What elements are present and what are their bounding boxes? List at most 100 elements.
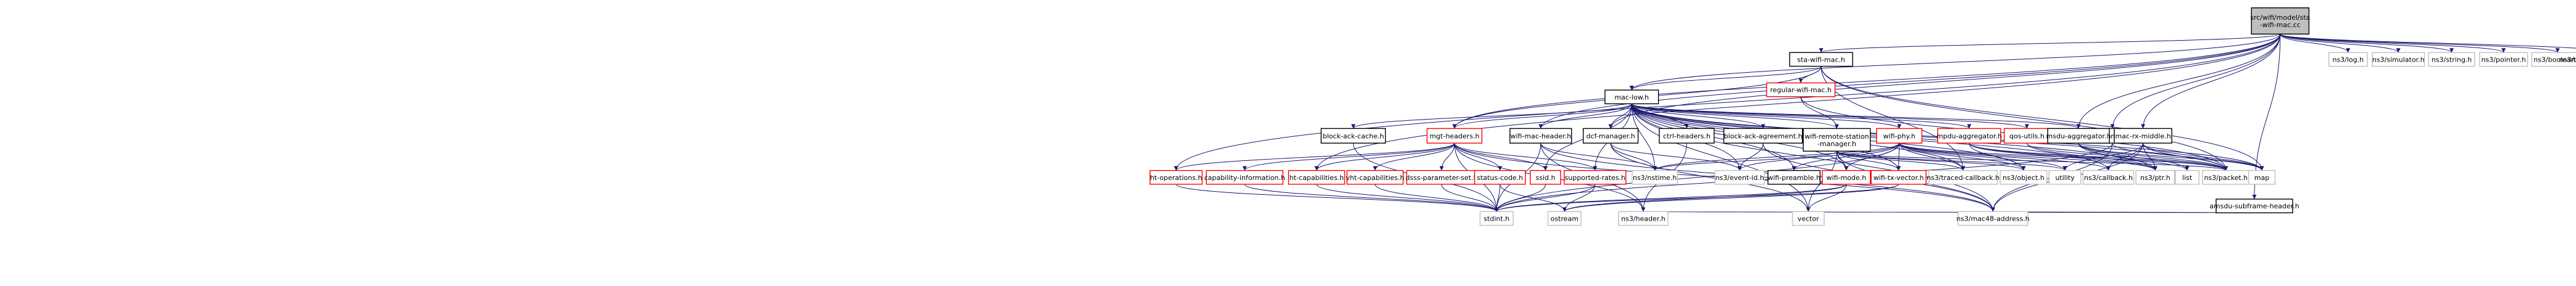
node-box xyxy=(1766,82,1836,97)
node-ns3-event-id-h[interactable]: ns3/event-id.h xyxy=(1714,170,1765,185)
edge-sta-wifi-mac-h-to-ns3-packet-h xyxy=(1820,66,2228,171)
edge-wifi-mode-h-to-stdint-h xyxy=(1494,184,1847,212)
node-label: ns3/pointer.h xyxy=(2482,55,2526,63)
edge-root-to-ns3-boolean-h xyxy=(2280,33,2560,53)
edge-ht-capabilities-h-to-stdint-h xyxy=(1316,184,1499,212)
node-supported-rates-h[interactable]: supported-rates.h xyxy=(1564,170,1627,185)
edge-wifi-phy-h-to-ns3-callback-h xyxy=(1899,142,2111,171)
node-dsss-parameter-set-h[interactable]: dsss-parameter-set.h xyxy=(1406,170,1478,185)
node-box xyxy=(1723,128,1803,144)
node-block-ack-agreement-h[interactable]: block-ack-agreement.h xyxy=(1723,128,1803,144)
node-ns3-ptr-h[interactable]: ns3/ptr.h xyxy=(2135,170,2175,185)
edge-mpdu-aggregator-h-to-list xyxy=(1969,142,2190,171)
node-ns3-pointer-h[interactable]: ns3/pointer.h xyxy=(2479,52,2528,67)
node-box xyxy=(1618,211,1669,226)
node-label: regular-wifi-mac.h xyxy=(1770,86,1832,94)
edge-wifi-remote-station-manager-h-to-ns3-nstime-h xyxy=(1653,150,1837,171)
edge-mac-low-h-to-mgt-headers-h xyxy=(1452,103,1632,129)
edge-mac-low-h-to-dcf-manager-h xyxy=(1608,104,1632,129)
node-box xyxy=(1999,170,2048,185)
node-label: ns3/simulator.h xyxy=(2372,55,2425,63)
edge-root-to-mac-rx-middle-h xyxy=(2141,34,2281,129)
node-label: ns3/mac48-address.h xyxy=(1956,214,2030,223)
node-mac-low-h[interactable]: mac-low.h xyxy=(1604,89,1659,105)
node-block-ack-cache-h[interactable]: block-ack-cache.h xyxy=(1320,128,1386,144)
node-box xyxy=(1583,128,1639,144)
node-map[interactable]: map xyxy=(2248,170,2276,185)
node-wifi-preamble-h[interactable]: wifi-preamble.h xyxy=(1767,170,1821,185)
edge-status-code-h-to-ostream xyxy=(1499,184,1567,212)
node-wifi-remote-station-manager-h[interactable]: wifi-remote-station-manager.h xyxy=(1803,128,1871,152)
node-sta-wifi-mac-h[interactable]: sta-wifi-mac.h xyxy=(1789,52,1853,67)
node-box xyxy=(2047,128,2110,144)
node-box xyxy=(1957,211,2028,226)
node-ns3-traced-callback-h[interactable]: ns3/traced-callback.h xyxy=(1927,170,1999,185)
edge-mpdu-aggregator-h-to-ns3-packet-h xyxy=(1969,142,2228,171)
node-ns3-log-h[interactable]: ns3/log.h xyxy=(2328,52,2368,67)
node-ht-capabilities-h[interactable]: ht-capabilities.h xyxy=(1288,170,1346,185)
node-box xyxy=(1149,170,1203,185)
node-box xyxy=(2048,170,2082,185)
node-box xyxy=(1288,170,1346,185)
node-qos-utils-h[interactable]: qos-utils.h xyxy=(2004,128,2050,144)
edge-wifi-remote-station-manager-h-to-wifi-tx-vector-h xyxy=(1836,151,1901,171)
node-label: -manager.h xyxy=(1817,140,1856,148)
node-label: ns3/log.h xyxy=(2332,55,2364,63)
node-ns3-object-h[interactable]: ns3/object.h xyxy=(1999,170,2048,185)
node-root[interactable]: src/wifi/model/sta-wifi-mac.cc xyxy=(2250,7,2310,35)
node-ns3-simulator-h[interactable]: ns3/simulator.h xyxy=(2372,52,2425,67)
node-label: ostream xyxy=(1551,214,1578,223)
node-ns3-packet-h[interactable]: ns3/packet.h xyxy=(2202,170,2250,185)
edge-vht-capabilities-h-to-stdint-h xyxy=(1375,184,1499,212)
node-label: msdu-aggregator.h xyxy=(2046,132,2111,140)
node-box xyxy=(1870,170,1927,185)
node-ns3-boolean-h[interactable]: ns3/boolean.h xyxy=(2531,52,2576,67)
node-label: sta-wifi-mac.h xyxy=(1797,55,1845,63)
node-label: list xyxy=(2182,174,2193,182)
edge-mac-low-h-to-block-ack-agreement-h xyxy=(1631,104,1765,129)
node-ostream[interactable]: ostream xyxy=(1547,211,1582,226)
node-ns3-header-h[interactable]: ns3/header.h xyxy=(1618,211,1669,226)
node-label: qos-utils.h xyxy=(2009,132,2045,140)
node-mpdu-aggregator-h[interactable]: mpdu-aggregator.h xyxy=(1936,128,2002,144)
node-ns3-nstime-h[interactable]: ns3/nstime.h xyxy=(1632,170,1678,185)
node-ssid-h[interactable]: ssid.h xyxy=(1530,170,1561,185)
node-msdu-aggregator-h[interactable]: msdu-aggregator.h xyxy=(2046,128,2111,144)
node-box xyxy=(2428,52,2475,67)
node-wifi-mode-h[interactable]: wifi-mode.h xyxy=(1822,170,1871,185)
node-box xyxy=(1876,128,1923,144)
node-vector[interactable]: vector xyxy=(1791,211,1825,226)
node-list[interactable]: list xyxy=(2175,170,2199,185)
edge-mgt-headers-h-to-vht-capabilities-h xyxy=(1373,143,1455,171)
node-mac-rx-middle-h[interactable]: mac-rx-middle.h xyxy=(2114,128,2172,144)
node-vht-capabilities-h[interactable]: vht-capabilities.h xyxy=(1346,170,1404,185)
node-label: ns3/event-id.h xyxy=(1715,174,1764,182)
node-ns3-string-h[interactable]: ns3/string.h xyxy=(2428,52,2475,67)
node-stdint-h[interactable]: stdint.h xyxy=(1479,211,1514,226)
node-wifi-tx-vector-h[interactable]: wifi-tx-vector.h xyxy=(1870,170,1927,185)
edge-mgt-headers-h-to-ht-operations-h xyxy=(1173,142,1455,171)
node-wifi-phy-h[interactable]: wifi-phy.h xyxy=(1876,128,1923,144)
node-status-code-h[interactable]: status-code.h xyxy=(1474,170,1526,185)
node-label: dcf-manager.h xyxy=(1586,132,1635,140)
node-ctrl-headers-h[interactable]: ctrl-headers.h xyxy=(1659,128,1715,144)
edge-dcf-manager-h-to-ns3-nstime-h xyxy=(1610,143,1657,171)
node-dcf-manager-h[interactable]: dcf-manager.h xyxy=(1583,128,1639,144)
node-box xyxy=(2531,52,2576,67)
node-mgt-headers-h[interactable]: mgt-headers.h xyxy=(1427,128,1483,144)
edge-dcf-manager-h-to-ns3-event-id-h xyxy=(1610,143,1742,171)
node-capability-information-h[interactable]: capability-information.h xyxy=(1204,170,1285,185)
node-utility[interactable]: utility xyxy=(2048,170,2082,185)
node-ns3-callback-h[interactable]: ns3/callback.h xyxy=(2082,170,2135,185)
node-ns3-trace-source-accessor-h[interactable]: ns3/trace-source-accessor.h xyxy=(2559,52,2576,66)
node-label: supported-rates.h xyxy=(1565,174,1626,182)
node-amsdu-subframe-header-h[interactable]: amsdu-subframe-header.h xyxy=(2209,198,2299,213)
node-regular-wifi-mac-h[interactable]: regular-wifi-mac.h xyxy=(1766,82,1836,97)
node-label: ns3/header.h xyxy=(1621,214,1665,223)
node-ns3-mac48-address-h[interactable]: ns3/mac48-address.h xyxy=(1956,211,2030,226)
node-wifi-mac-header-h[interactable]: wifi-mac-header.h xyxy=(1509,128,1572,144)
node-box xyxy=(1632,170,1678,185)
node-box xyxy=(1928,170,1998,185)
node-ht-operations-h[interactable]: ht-operations.h xyxy=(1149,170,1203,185)
